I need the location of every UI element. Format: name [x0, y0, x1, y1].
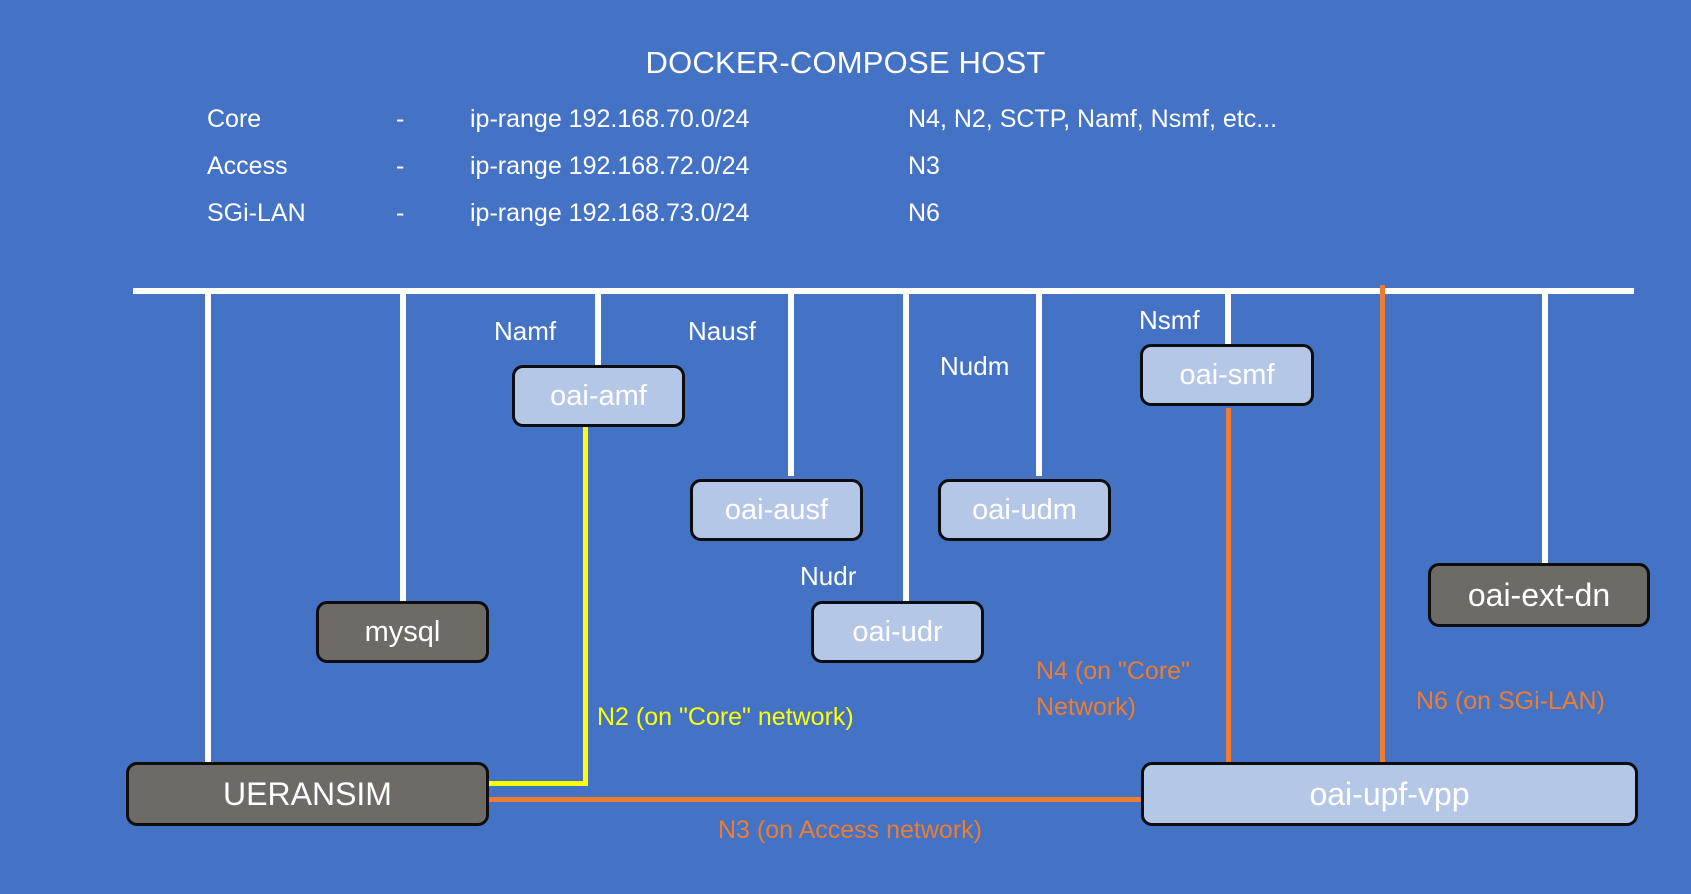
- node-oai-udr[interactable]: oai-udr: [811, 601, 984, 663]
- network-range-sgilan: ip-range 192.168.73.0/24: [470, 199, 750, 227]
- node-label-oai-amf: oai-amf: [550, 379, 647, 412]
- iface-label-nausf: Nausf: [688, 316, 756, 346]
- stub-namf: [595, 288, 601, 368]
- network-name-access: Access: [207, 152, 288, 180]
- network-range-access: ip-range 192.168.72.0/24: [470, 152, 750, 180]
- network-interfaces-core: N4, N2, SCTP, Namf, Nsmf, etc...: [908, 105, 1278, 133]
- link-label-n6: N6 (on SGi-LAN): [1416, 687, 1605, 715]
- node-oai-upf-vpp[interactable]: oai-upf-vpp: [1141, 762, 1638, 826]
- link-n2-horizontal: [489, 781, 588, 786]
- link-n2-vertical: [583, 424, 588, 786]
- network-name-core: Core: [207, 105, 262, 133]
- network-dash-access: -: [396, 152, 405, 180]
- node-label-oai-ausf: oai-ausf: [724, 493, 829, 526]
- core-network-bus: [133, 288, 1634, 294]
- link-label-n3: N3 (on Access network): [718, 816, 982, 844]
- node-oai-udm[interactable]: oai-udm: [938, 479, 1111, 541]
- stub-nudm: [1036, 288, 1042, 476]
- network-range-core: ip-range 192.168.70.0/24: [470, 105, 750, 133]
- node-mysql[interactable]: mysql: [316, 601, 489, 663]
- network-name-sgilan: SGi-LAN: [207, 199, 306, 227]
- node-label-oai-udr: oai-udr: [852, 615, 943, 648]
- network-interfaces-sgilan: N6: [908, 199, 940, 227]
- iface-label-nudr: Nudr: [800, 561, 857, 591]
- stub-oai-ext-dn: [1542, 288, 1548, 566]
- iface-label-nsmf: Nsmf: [1139, 305, 1200, 335]
- stub-nudr: [903, 288, 909, 601]
- stub-ueransim: [205, 288, 211, 763]
- node-label-ueransim: UERANSIM: [223, 775, 392, 812]
- iface-label-namf: Namf: [494, 316, 557, 346]
- node-ueransim[interactable]: UERANSIM: [126, 762, 489, 826]
- network-dash-core: -: [396, 105, 405, 133]
- link-label-n2: N2 (on "Core" network): [597, 703, 854, 731]
- node-oai-smf[interactable]: oai-smf: [1140, 344, 1314, 406]
- stub-nsmf: [1225, 288, 1231, 348]
- link-label-n4: N4 (on "Core" Network): [1036, 657, 1190, 721]
- node-label-mysql: mysql: [364, 615, 441, 648]
- node-label-oai-smf: oai-smf: [1179, 358, 1275, 391]
- link-n4-vertical: [1226, 408, 1231, 766]
- link-n6-vertical: [1380, 288, 1385, 766]
- node-oai-ext-dn[interactable]: oai-ext-dn: [1428, 563, 1650, 627]
- network-interfaces-access: N3: [908, 152, 940, 180]
- node-oai-ausf[interactable]: oai-ausf: [690, 479, 863, 541]
- stub-mysql: [400, 288, 406, 601]
- node-oai-amf[interactable]: oai-amf: [512, 365, 685, 427]
- node-label-oai-upf-vpp: oai-upf-vpp: [1309, 775, 1470, 812]
- page-title: DOCKER-COMPOSE HOST: [645, 45, 1046, 80]
- node-label-oai-udm: oai-udm: [972, 493, 1077, 526]
- stub-nausf: [788, 288, 794, 476]
- network-dash-sgilan: -: [396, 199, 405, 227]
- iface-label-nudm: Nudm: [940, 351, 1010, 381]
- node-label-oai-ext-dn: oai-ext-dn: [1467, 576, 1611, 613]
- link-n3-horizontal: [489, 797, 1141, 802]
